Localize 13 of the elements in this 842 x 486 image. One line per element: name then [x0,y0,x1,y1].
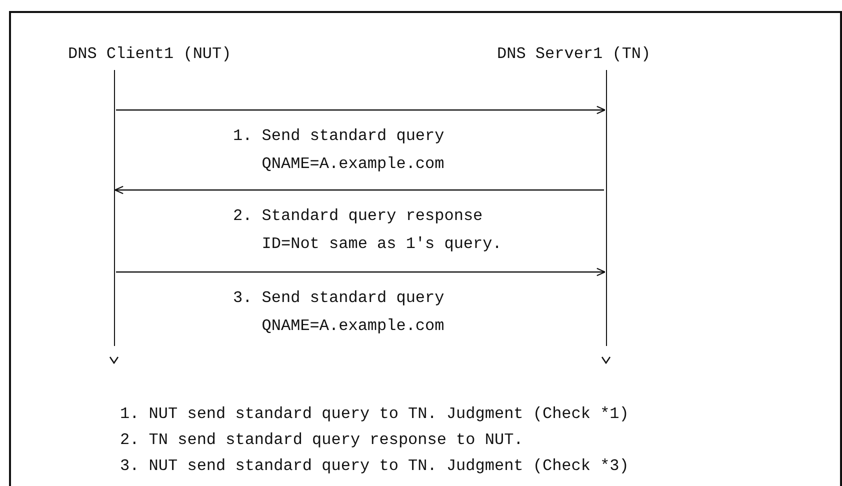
message-label: 1. Send standard query QNAME=A.example.com [233,126,446,175]
step-note: 1. NUT send standard query to TN. Judgment (Check *1) [120,404,629,425]
message-arrow [114,186,604,194]
participant-label: DNS Server1 (TN) [497,44,651,64]
lifeline [114,70,115,346]
message-label: 3. Send standard query QNAME=A.example.com [233,288,446,337]
lifeline [606,70,607,346]
message-arrow [116,106,606,114]
step-note: 3. NUT send standard query to TN. Judgment (Check *3) [120,456,629,477]
message-label: 2. Standard query response ID=Not same as 1's query. [233,206,503,255]
participant-label: DNS Client1 (NUT) [68,44,232,64]
step-note: 2. TN send standard query response to NUT. [120,430,524,451]
message-arrow [116,268,606,276]
